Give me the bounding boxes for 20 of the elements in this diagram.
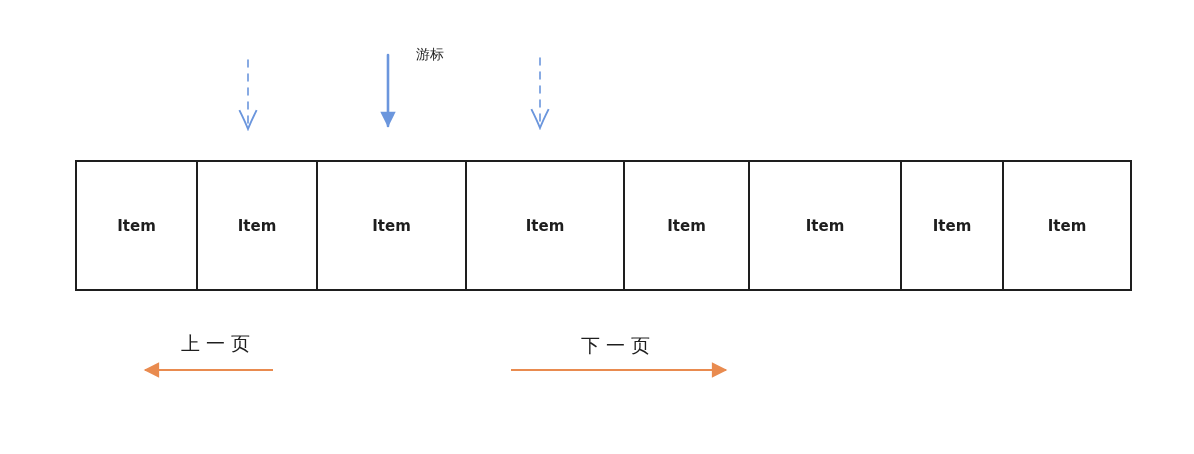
item-cell	[623, 160, 750, 291]
item-label: Item	[237, 216, 277, 235]
page-label: 下一页	[581, 334, 656, 357]
item-cell	[465, 160, 625, 291]
item-cell	[75, 160, 198, 291]
item-cell	[900, 160, 1004, 291]
item-label: Item	[372, 216, 411, 235]
page-label: 上一页	[181, 332, 256, 355]
cursor-arrow	[380, 53, 396, 128]
item-label: Item	[667, 216, 706, 235]
edge-label: 游标	[415, 46, 445, 63]
item-cell	[316, 160, 467, 291]
item-label: Item	[805, 216, 845, 235]
item-label: Item	[525, 216, 565, 235]
item-label: Item	[1047, 216, 1087, 235]
item-label: Item	[932, 216, 972, 235]
item-label: Item	[117, 216, 156, 235]
item-cell	[748, 160, 902, 291]
item-cell	[196, 160, 318, 291]
item-cell	[1002, 160, 1132, 291]
